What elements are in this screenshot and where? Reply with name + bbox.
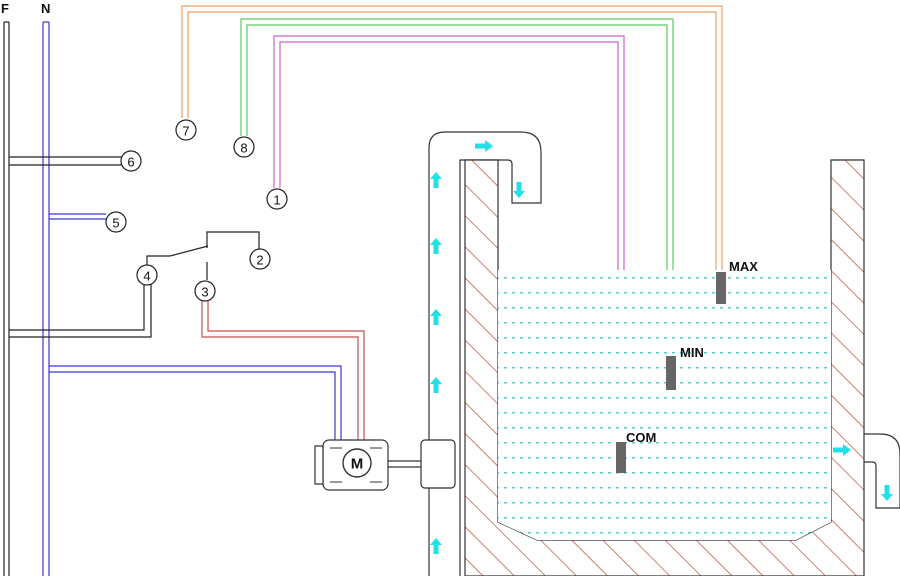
- terminal-number: 8: [240, 141, 247, 156]
- tank: [464, 159, 865, 576]
- terminal-number: 7: [182, 124, 189, 139]
- terminal-circle: [266, 188, 288, 210]
- flow-arrow-up-icon: [430, 238, 442, 254]
- terminal-number: 5: [112, 216, 119, 231]
- terminal-circle: [105, 211, 127, 233]
- wire-phase-to-4: [9, 284, 152, 338]
- flow-arrow-up-icon: [430, 172, 442, 188]
- terminals: 1 2 3 4 5 6 7 8: [105, 119, 288, 302]
- terminal-number: 2: [256, 253, 263, 268]
- water-level: [498, 270, 831, 540]
- wire-min-probe: [240, 18, 674, 355]
- terminal-number: 4: [143, 269, 150, 284]
- wire-neutral-to-5: [49, 213, 106, 220]
- terminal-3: 3: [194, 280, 216, 302]
- probe-max-label: MAX: [729, 259, 758, 274]
- terminal-circle: [175, 119, 197, 141]
- neutral-rail-label: N: [41, 1, 50, 16]
- phase-rail: [3, 21, 10, 576]
- wire-3-to-motor: [201, 300, 365, 440]
- terminal-4: 4: [136, 264, 158, 286]
- flow-arrows: [430, 140, 893, 554]
- wire-phase-to-6: [9, 156, 122, 166]
- motor-symbol: [342, 448, 372, 478]
- flow-arrow-down-icon: [881, 485, 893, 501]
- flow-arrow-up-icon: [430, 309, 442, 325]
- wire-neutral-to-motor: [49, 365, 342, 440]
- terminal-number: 3: [201, 285, 208, 300]
- relay-contact: [146, 231, 260, 280]
- terminal-circle: [249, 248, 271, 270]
- probe-max: MAX: [716, 259, 758, 304]
- flow-arrow-right-icon: [475, 140, 493, 152]
- flow-arrow-up-icon: [430, 377, 442, 393]
- flow-arrow-up-icon: [430, 538, 442, 554]
- terminal-8: 8: [233, 136, 255, 158]
- flow-arrow-right-icon: [833, 444, 851, 456]
- wire-com-probe: [273, 35, 625, 441]
- terminal-circle: [136, 264, 158, 286]
- terminal-5: 5: [105, 211, 127, 233]
- motor-label: M: [351, 456, 364, 473]
- terminal-7: 7: [175, 119, 197, 141]
- terminal-circle: [194, 280, 216, 302]
- terminal-circle: [120, 150, 142, 172]
- neutral-rail: [42, 21, 50, 576]
- motor: M: [314, 439, 389, 491]
- wire-max-probe: [181, 5, 723, 272]
- probe-min: MIN: [666, 345, 704, 390]
- probe-com: COM: [616, 430, 656, 473]
- terminal-2: 2: [249, 248, 271, 270]
- probe-min-label: MIN: [680, 345, 704, 360]
- terminal-number: 6: [127, 155, 134, 170]
- terminal-1: 1: [266, 188, 288, 210]
- pump-body: [388, 439, 456, 489]
- phase-rail-label: F: [1, 1, 9, 16]
- terminal-number: 1: [273, 193, 280, 208]
- flow-arrow-down-icon: [513, 182, 525, 198]
- terminal-circle: [233, 136, 255, 158]
- probe-com-label: COM: [626, 430, 656, 445]
- pump-pipe: [428, 131, 542, 576]
- terminal-6: 6: [120, 150, 142, 172]
